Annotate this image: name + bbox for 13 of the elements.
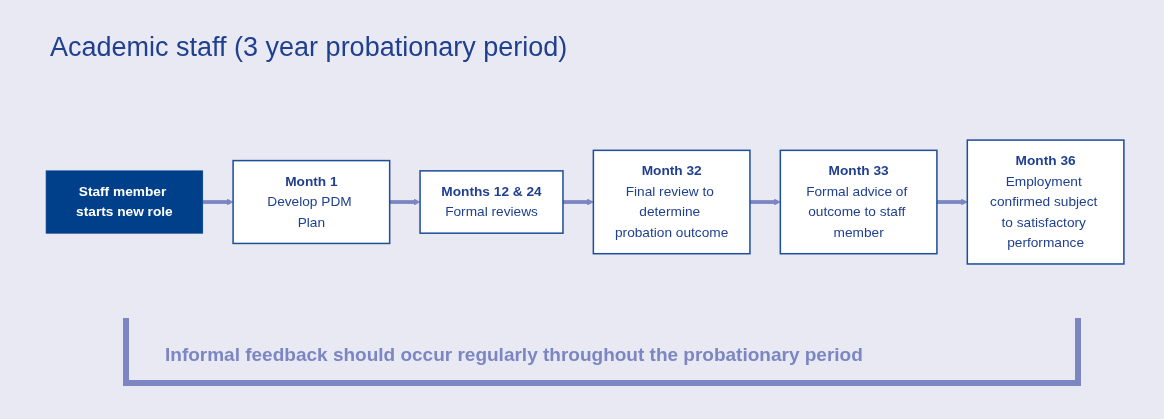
- node-box: Month 36 Employment confirmed subject to satisfactory performance: [966, 139, 1125, 266]
- node-box: Month 1 Develop PDM Plan: [232, 160, 391, 245]
- node-box: Staff member starts new role: [45, 170, 204, 235]
- note: Informal feedback should occur regularly throughout the probationary period: [165, 344, 863, 366]
- title: Academic staff (3 year probationary period): [50, 32, 568, 63]
- arrow: [389, 199, 421, 206]
- arrow: [749, 199, 781, 206]
- arrow: [202, 199, 234, 206]
- node-box: Months 12 & 24 Formal reviews: [419, 170, 564, 235]
- arrow: [562, 199, 594, 206]
- node-box: Month 33 Formal advice of outcome to staff member: [779, 150, 938, 255]
- node-box: Month 32 Final review to determine probation outcome: [592, 150, 751, 255]
- arrow: [936, 199, 968, 206]
